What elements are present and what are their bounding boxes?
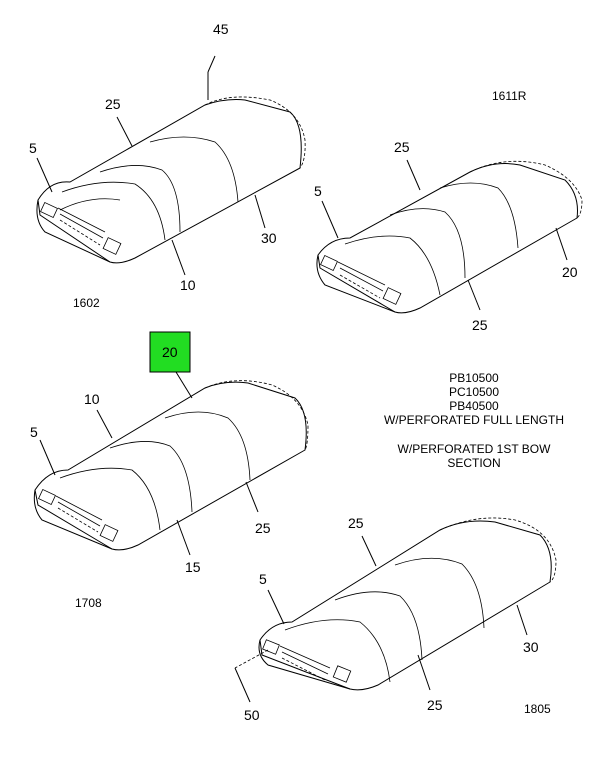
callout-30: 30 bbox=[523, 639, 539, 655]
callout-45: 45 bbox=[213, 21, 229, 37]
leader-25a bbox=[406, 159, 421, 191]
note-line-4: W/PERFORATED FULL LENGTH bbox=[384, 413, 564, 427]
leader-25b bbox=[467, 279, 481, 311]
callout-5: 5 bbox=[259, 571, 267, 587]
leader-25 bbox=[245, 481, 259, 513]
figure-id-1602: 1602 bbox=[73, 296, 100, 310]
callout-30: 30 bbox=[261, 230, 277, 246]
callout-20[interactable]: 20 bbox=[162, 344, 178, 360]
assembly-1805: 25 5 30 50 25 1805 bbox=[234, 515, 557, 723]
figure-id-1805: 1805 bbox=[524, 702, 551, 716]
figure-id-1708: 1708 bbox=[75, 596, 102, 610]
leader-50 bbox=[234, 667, 251, 703]
callout-25: 25 bbox=[105, 96, 121, 112]
callout-25a: 25 bbox=[348, 515, 364, 531]
leader-50-dashed bbox=[234, 649, 269, 669]
callout-10: 10 bbox=[180, 277, 196, 293]
leader-5 bbox=[267, 589, 285, 625]
assembly-1602: 45 25 5 30 10 1602 bbox=[29, 21, 306, 310]
callout-5: 5 bbox=[314, 183, 322, 199]
assembly-1611r: 25 5 20 25 1611R bbox=[314, 89, 583, 333]
callout-25b: 25 bbox=[427, 697, 443, 713]
leader-5 bbox=[36, 157, 53, 193]
figure-id-1611r: 1611R bbox=[492, 89, 527, 103]
note-line-5: W/PERFORATED 1ST BOW bbox=[398, 442, 552, 456]
callout-25a: 25 bbox=[394, 139, 410, 155]
callout-5: 5 bbox=[30, 424, 38, 440]
note-line-3: PB40500 bbox=[449, 399, 499, 413]
note-line-1: PB10500 bbox=[449, 371, 499, 385]
note-line-6: SECTION bbox=[447, 456, 500, 470]
leader-15 bbox=[176, 519, 191, 556]
callout-50: 50 bbox=[244, 707, 260, 723]
leader-25 bbox=[116, 116, 133, 147]
leader-20 bbox=[555, 227, 568, 261]
leader-5 bbox=[321, 200, 339, 239]
callout-5: 5 bbox=[29, 140, 37, 156]
callout-10: 10 bbox=[84, 391, 100, 407]
leader-20 bbox=[175, 371, 193, 399]
notes-block: PB10500 PC10500 PB40500 W/PERFORATED FUL… bbox=[384, 371, 564, 470]
leader-25b bbox=[417, 654, 431, 691]
callout-25b: 25 bbox=[472, 317, 488, 333]
leader-25a bbox=[361, 535, 377, 567]
callout-25: 25 bbox=[255, 520, 271, 536]
note-line-2: PC10500 bbox=[449, 385, 499, 399]
leader-10 bbox=[96, 409, 113, 439]
callout-15: 15 bbox=[185, 559, 201, 575]
leader-30 bbox=[254, 194, 266, 229]
leader-10 bbox=[171, 239, 186, 276]
leader-5 bbox=[39, 439, 56, 476]
callout-20-highlight[interactable] bbox=[149, 331, 191, 373]
leader-30 bbox=[516, 604, 528, 636]
assembly-1708: 20 10 5 25 15 1708 bbox=[30, 331, 309, 610]
callout-20: 20 bbox=[562, 264, 578, 280]
